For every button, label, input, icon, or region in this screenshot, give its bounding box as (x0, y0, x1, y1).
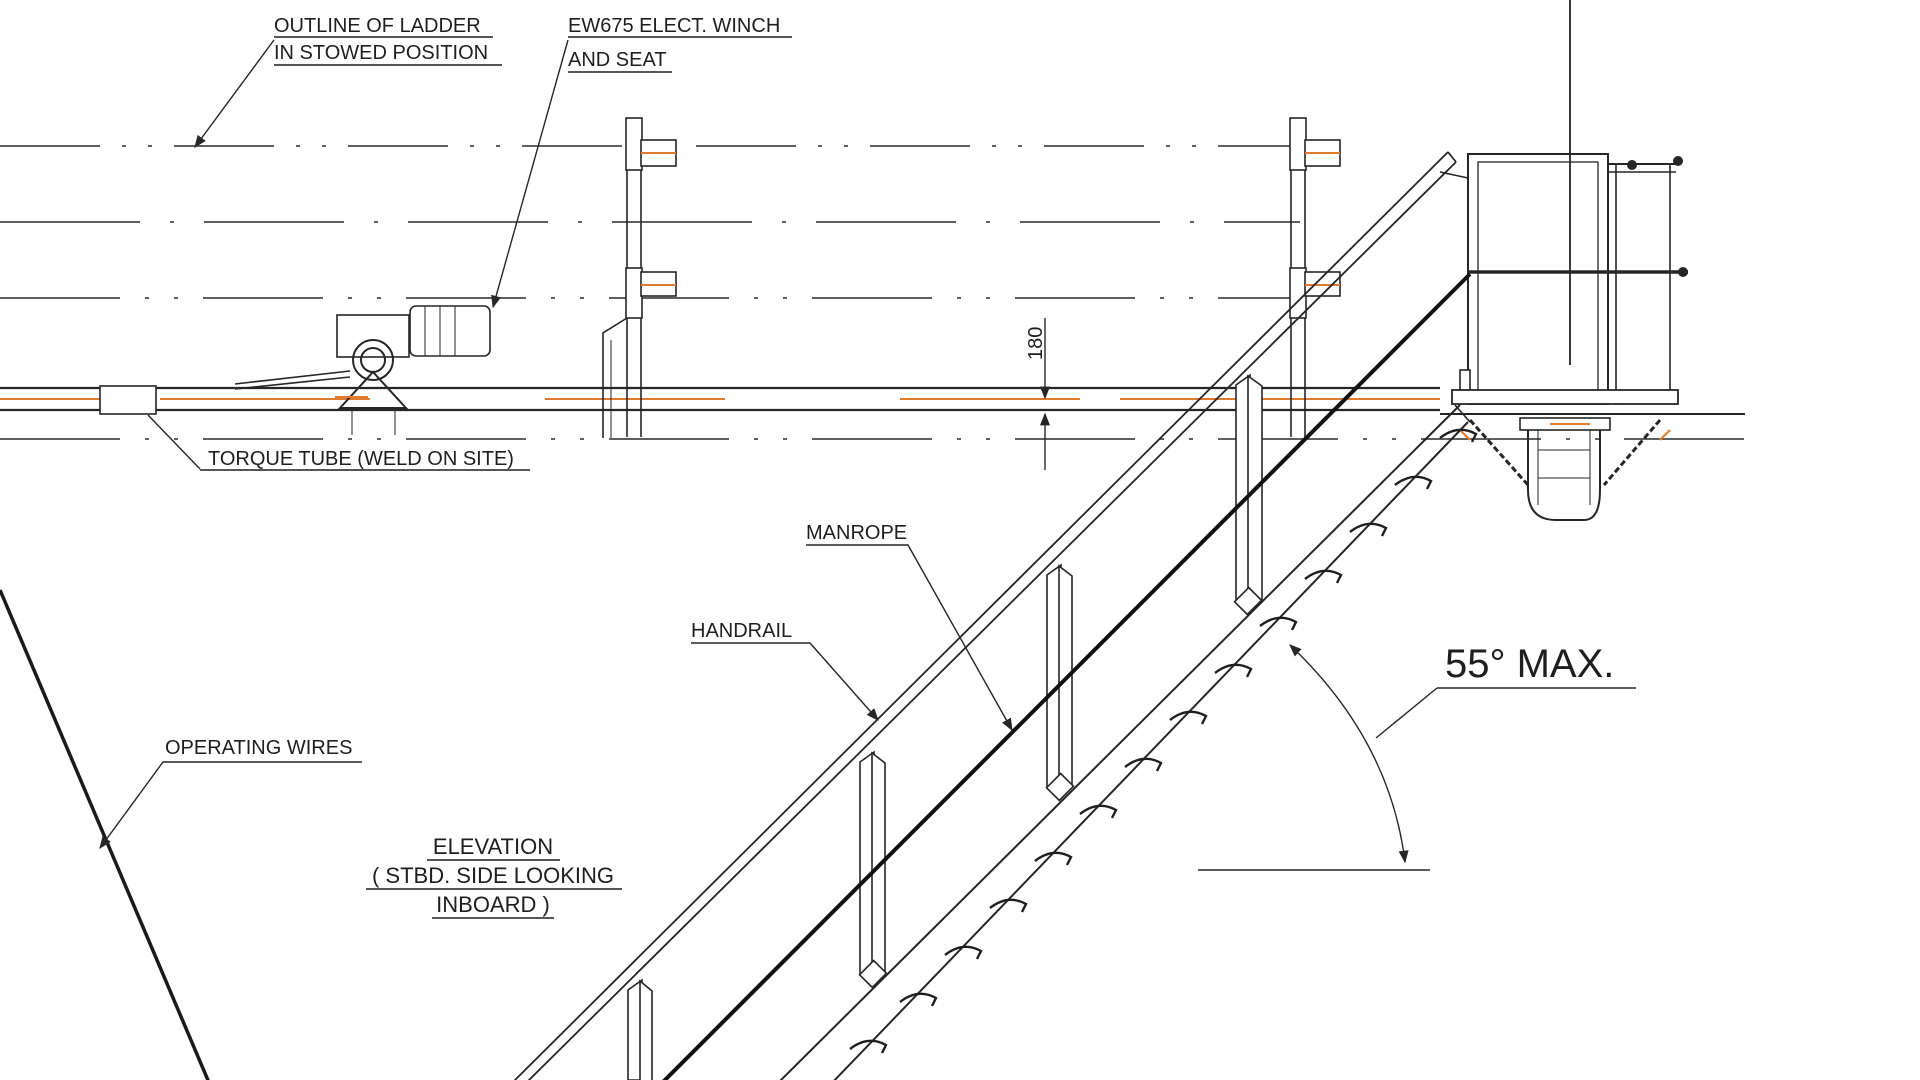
label-outline-line1: OUTLINE OF LADDER (274, 15, 481, 37)
leader-operating-wires (99, 761, 362, 850)
label-elevation: ELEVATION ( STBD. SIDE LOOKING INBOARD ) (366, 834, 622, 919)
angle-indicator (1198, 644, 1636, 871)
stowage-bracket-right (1289, 117, 1341, 437)
label-winch-line1: EW675 ELECT. WINCH (568, 15, 780, 37)
stowed-ladder-outline (0, 145, 1745, 440)
label-angle-text: 55° MAX. (1445, 642, 1614, 686)
electric-winch (234, 305, 491, 435)
label-torque-tube-text: TORQUE TUBE (WELD ON SITE) (208, 448, 514, 470)
leader-winch (491, 39, 569, 309)
manrope (662, 272, 1472, 1080)
label-outline-line2: IN STOWED POSITION (274, 42, 488, 64)
label-elevation-line3: INBOARD ) (436, 892, 550, 917)
leader-handrail (691, 642, 879, 721)
accommodation-ladder (779, 404, 1478, 1080)
label-manrope-text: MANROPE (806, 522, 907, 544)
label-elevation-line2: ( STBD. SIDE LOOKING (372, 863, 614, 888)
leader-outline (194, 39, 275, 149)
leader-torque-tube (147, 414, 201, 470)
label-angle: 55° MAX. (1445, 642, 1614, 686)
label-stowed-outline: OUTLINE OF LADDER IN STOWED POSITION (274, 15, 502, 66)
label-winch: EW675 ELECT. WINCH AND SEAT (568, 15, 792, 73)
dimension-180-text: 180 (1025, 327, 1047, 360)
stowage-bracket-left (602, 117, 677, 438)
leader-manrope (806, 544, 1013, 732)
operating-wire (0, 589, 210, 1080)
label-winch-line2: AND SEAT (568, 49, 667, 71)
label-torque-tube: TORQUE TUBE (WELD ON SITE) (200, 448, 530, 471)
torque-tube (0, 385, 1745, 415)
label-manrope: MANROPE (806, 522, 907, 544)
label-operating-wires-text: OPERATING WIRES (165, 737, 352, 759)
handrail (513, 151, 1457, 1080)
platform-cage (1439, 0, 1688, 521)
label-handrail: HANDRAIL (691, 620, 792, 642)
label-elevation-line1: ELEVATION (433, 834, 553, 859)
label-operating-wires: OPERATING WIRES (165, 737, 352, 759)
label-handrail-text: HANDRAIL (691, 620, 792, 642)
